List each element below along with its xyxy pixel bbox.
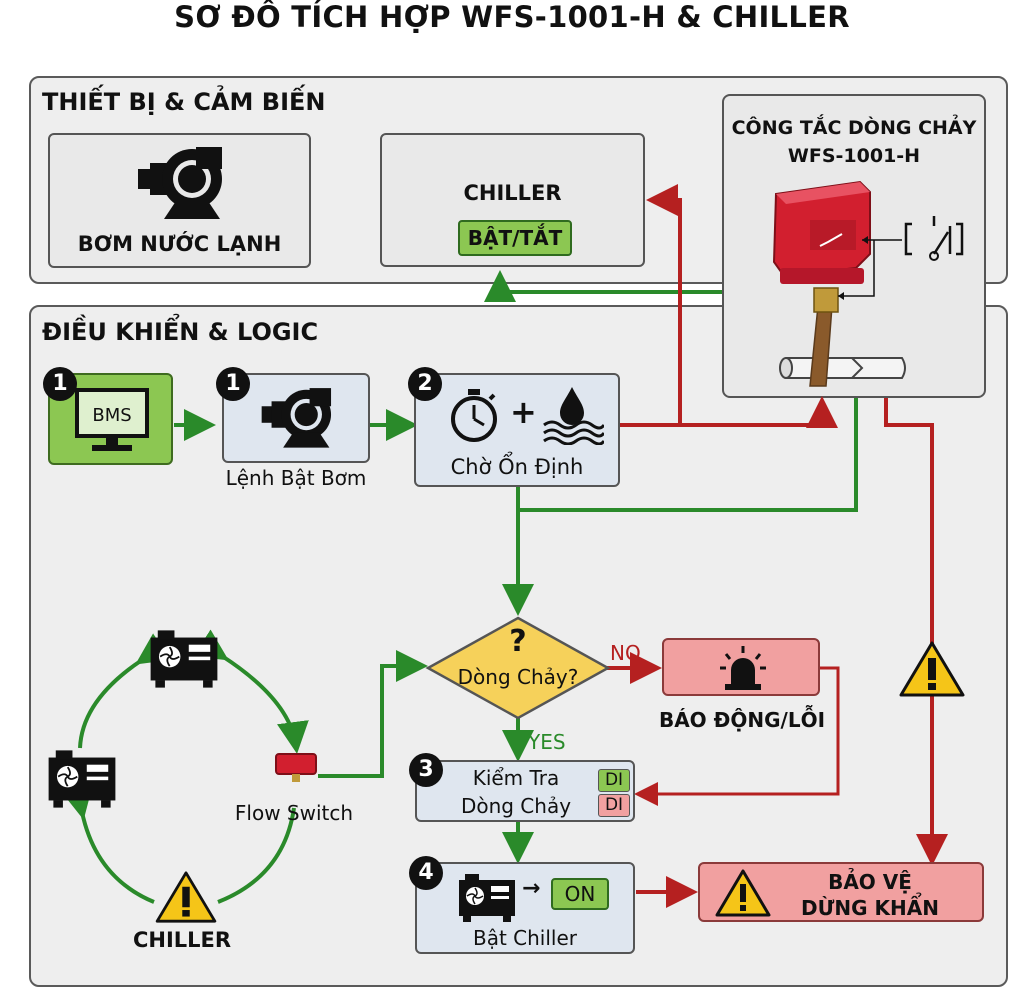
on-indicator[interactable]: ON [551, 878, 609, 910]
pump-label: BƠM NƯỚC LẠNH [77, 232, 282, 256]
warning-icon [899, 641, 965, 697]
digital-input-1: DI [598, 769, 630, 792]
digital-input-2: DI [598, 794, 630, 817]
pump-command-label: Lệnh Bật Bơm [225, 466, 367, 490]
bms-step-badge: 1 [43, 367, 77, 401]
pump-box: BƠM NƯỚC LẠNH [48, 133, 311, 268]
decision-symbol: ? [509, 624, 527, 659]
flow-switch-device-model: WFS-1001-H [787, 145, 921, 167]
stopwatch-icon [451, 389, 497, 442]
yes-label: YES [528, 730, 566, 754]
diagram-title: SƠ ĐỒ TÍCH HỢP WFS-1001-H & CHILLER [174, 0, 850, 34]
flow-switch-icon [275, 753, 317, 782]
siren-icon [720, 646, 766, 690]
flow-switch-device-title: CÔNG TẮC DÒNG CHẢY [731, 117, 977, 139]
check-step-badge: 3 [409, 753, 443, 787]
no-label: NO [610, 641, 641, 665]
loop-flow-switch-label: Flow Switch [234, 801, 354, 825]
arrow-to-on: → [522, 876, 541, 901]
decision-label: Dòng Chảy? [457, 665, 579, 689]
pump-command-step-badge: 1 [216, 367, 250, 401]
start-chiller-box[interactable]: → ON Bật Chiller [415, 862, 635, 954]
protection-stop-box[interactable]: BẢO VỆ DỪNG KHẨN [698, 862, 984, 922]
check-label-line2: Dòng Chảy [460, 794, 572, 818]
protection-label-line2: DỪNG KHẨN [801, 896, 939, 920]
start-step-badge: 4 [409, 856, 443, 890]
water-drop-icon [543, 387, 604, 445]
alarm-label: BÁO ĐỘNG/LỖI [658, 708, 826, 732]
check-label-line1: Kiểm Tra [472, 766, 560, 790]
plus-sign: + [510, 393, 537, 431]
wait-label: Chờ Ổn Định [450, 455, 584, 479]
warning-icon [155, 871, 217, 923]
chiller-unit-icon [459, 874, 515, 922]
pump-icon [138, 147, 222, 219]
pump-icon [261, 388, 332, 448]
wait-box[interactable]: + Chờ Ổn Định [414, 373, 620, 487]
pump-command-box[interactable] [222, 373, 370, 463]
control-panel-title: ĐIỀU KHIỂN & LOGIC [42, 318, 319, 346]
chiller-box: CHILLER BẬT/TẮT [380, 133, 645, 267]
monitor-icon [75, 388, 149, 451]
loop-chiller-label: CHILLER [132, 928, 232, 952]
bms-label: BMS [92, 405, 132, 426]
chiller-toggle[interactable]: BẬT/TẮT [458, 220, 572, 256]
wait-step-badge: 2 [408, 367, 442, 401]
start-chiller-label: Bật Chiller [472, 926, 577, 950]
flow-switch-icon [772, 180, 964, 387]
chiller-label: CHILLER [463, 181, 562, 205]
chiller-unit-icon [150, 630, 218, 688]
protection-label-line1: BẢO VỆ [828, 870, 912, 894]
chiller-unit-icon [48, 750, 116, 808]
devices-panel-title: THIẾT BỊ & CẢM BIẾN [42, 88, 326, 116]
alarm-box[interactable] [662, 638, 820, 696]
warning-icon [715, 869, 771, 917]
flow-decision-diamond[interactable] [425, 615, 611, 721]
flow-switch-device-box: CÔNG TẮC DÒNG CHẢY WFS-1001-H [722, 94, 986, 398]
check-flow-box[interactable]: Kiểm Tra Dòng Chảy DI DI [415, 760, 635, 822]
